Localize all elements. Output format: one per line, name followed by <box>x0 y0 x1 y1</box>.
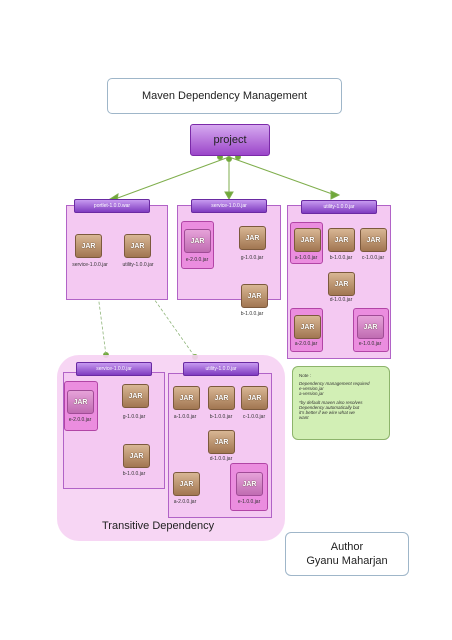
transitive-utility-header: utility-1.0.0.jar <box>183 362 259 376</box>
jar-icon: JAR <box>328 272 355 296</box>
jar-icon: JAR <box>208 430 235 454</box>
jar-icon: JAR <box>67 390 94 414</box>
diagram-title: Maven Dependency Management <box>107 78 342 114</box>
note-box: Note : Dependency management required e-… <box>292 366 390 440</box>
jar-label: b-1.0.0.jar <box>329 255 353 261</box>
jar-label: utility-1.0.0.jar <box>122 262 154 268</box>
note-line: Dependency automatically but <box>299 405 360 410</box>
edge-project-portlet <box>114 156 230 200</box>
jar-icon: JAR <box>75 234 102 258</box>
jar-label: c-1.0.0.jar <box>361 255 385 261</box>
note-title: Note : <box>299 373 312 378</box>
jar-label: a-1.0.0.jar <box>173 414 197 420</box>
jar-icon: JAR <box>294 315 321 339</box>
jar-icon: JAR <box>184 229 211 253</box>
note-line: e-version.jar <box>299 386 324 391</box>
project-node: project <box>190 124 270 156</box>
utility-header: utility-1.0.0.jar <box>301 200 377 214</box>
jar-icon: JAR <box>360 228 387 252</box>
jar-icon: JAR <box>357 315 384 339</box>
jar-icon: JAR <box>294 228 321 252</box>
jar-label: d-1.0.0.jar <box>329 297 353 303</box>
arrowhead <box>224 191 234 201</box>
service-header: service-1.0.0.jar <box>191 199 267 213</box>
jar-icon: JAR <box>123 444 150 468</box>
jar-label: e-1.0.0.jar <box>237 499 261 505</box>
jar-label: e-1.0.0.jar <box>358 341 382 347</box>
note-line: it's better if we wire what we <box>299 410 355 415</box>
jar-label: d-1.0.0.jar <box>209 456 233 462</box>
edge-project-utility <box>228 156 336 196</box>
dashed-service-link <box>94 271 107 356</box>
arrowhead <box>330 190 341 200</box>
note-line: *by default maven also resolves <box>299 400 363 405</box>
portlet-header: portlet-1.0.0.war <box>74 199 150 213</box>
jar-label: e-2.0.0.jar <box>68 417 92 423</box>
jar-icon: JAR <box>208 386 235 410</box>
jar-label: b-1.0.0.jar <box>122 471 146 477</box>
jar-icon: JAR <box>124 234 151 258</box>
jar-icon: JAR <box>173 472 200 496</box>
jar-icon: JAR <box>173 386 200 410</box>
note-line: a-version.jar <box>299 391 324 396</box>
note-line: want <box>299 415 309 420</box>
jar-icon: JAR <box>328 228 355 252</box>
jar-label: a-2.0.0.jar <box>294 341 318 347</box>
jar-icon: JAR <box>241 284 268 308</box>
jar-icon: JAR <box>239 226 266 250</box>
jar-label: a-1.0.0.jar <box>294 255 318 261</box>
transitive-label: Transitive Dependency <box>102 520 215 532</box>
jar-icon: JAR <box>236 472 263 496</box>
author-label: Author <box>330 540 364 553</box>
transitive-service-header: service-1.0.0.jar <box>76 362 152 376</box>
jar-label: c-1.0.0.jar <box>242 414 266 420</box>
jar-label: b-1.0.0.jar <box>240 311 264 317</box>
node-dot <box>226 156 232 162</box>
jar-label: service-1.0.0.jar <box>72 262 108 268</box>
jar-label: a-2.0.0.jar <box>173 499 197 505</box>
author-box: Author Gyanu Maharjan <box>285 532 409 576</box>
jar-label: g-1.0.0.jar <box>122 414 146 420</box>
jar-label: b-1.0.0.jar <box>209 414 233 420</box>
jar-icon: JAR <box>241 386 268 410</box>
note-line: Dependency management required <box>299 381 370 386</box>
jar-label: g-1.0.0.jar <box>240 255 264 261</box>
jar-icon: JAR <box>122 384 149 408</box>
author-name: Gyanu Maharjan <box>306 555 388 567</box>
jar-label: e-2.0.0.jar <box>185 257 209 263</box>
